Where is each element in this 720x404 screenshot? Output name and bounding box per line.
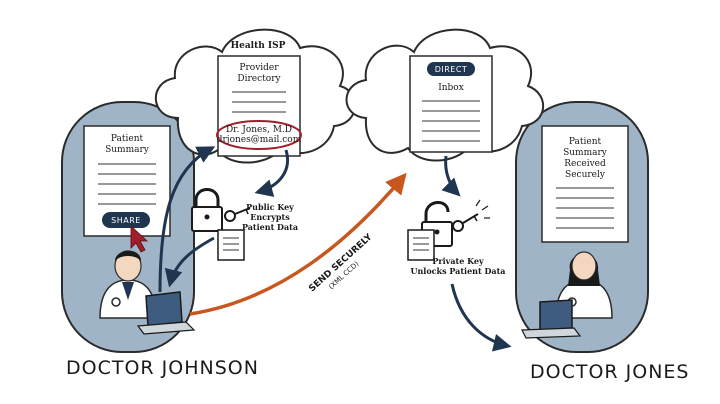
direct-pill-label: DIRECT: [435, 65, 468, 74]
provider-directory-title-1: Provider: [239, 63, 279, 73]
arrow-public-key-to-laptop: [164, 236, 215, 288]
private-key-line-1: Private Key: [432, 256, 484, 266]
public-key-lock-icon: [191, 188, 223, 232]
doctor-johnson-avatar: [99, 250, 157, 319]
jones-laptop: [521, 299, 582, 339]
left-doc-title-2: Summary: [105, 145, 150, 155]
arrow-send-securely: [189, 172, 407, 316]
arrow-inbox-to-private-key: [441, 155, 461, 197]
right-patient-summary-doc: Patient Summary Received Securely: [541, 125, 629, 243]
directory-entry-email: drjones@mail.com: [217, 135, 302, 145]
doctor-johnson-name: DOCTOR JOHNSON: [66, 357, 259, 379]
right-doc-title-4: Securely: [565, 170, 606, 180]
inbox-doc: DIRECT Inbox: [409, 55, 493, 153]
health-isp-title: Health ISP: [231, 41, 286, 51]
right-doc-title-3: Received: [564, 159, 606, 169]
private-key-line-2: Unlocks Patient Data: [411, 266, 506, 276]
johnson-laptop: [136, 291, 196, 335]
right-doc-title-1: Patient: [569, 137, 602, 147]
encrypted-doc-icon: [217, 229, 245, 261]
doctor-jones-name: DOCTOR JONES: [530, 361, 690, 383]
inbox-title: Inbox: [438, 83, 464, 93]
right-doc-title-2: Summary: [563, 148, 608, 158]
cursor-icon: [130, 225, 149, 253]
left-doc-title-1: Patient: [111, 134, 144, 144]
arrow-private-key-to-jones: [450, 283, 512, 352]
highlight-oval: [216, 120, 302, 150]
private-key-icon: [452, 199, 490, 232]
share-button-label: SHARE: [111, 216, 141, 225]
direct-pill: [427, 62, 475, 76]
public-key-icon: [224, 207, 251, 222]
public-key-line-2: Encrypts: [250, 212, 290, 222]
arrow-directory-to-public-key: [254, 149, 289, 197]
decrypted-doc-icon: [407, 229, 435, 261]
public-key-line-3: Patient Data: [242, 222, 298, 232]
provider-directory-doc: Provider Directory Dr. Jones, M.D drjone…: [216, 55, 302, 157]
arrow-laptop-to-directory: [158, 146, 216, 293]
provider-directory-title-2: Directory: [237, 74, 281, 84]
public-key-line-1: Public Key: [246, 202, 294, 212]
share-button[interactable]: SHARE: [102, 212, 150, 228]
directory-entry-name: Dr. Jones, M.D: [226, 125, 292, 135]
